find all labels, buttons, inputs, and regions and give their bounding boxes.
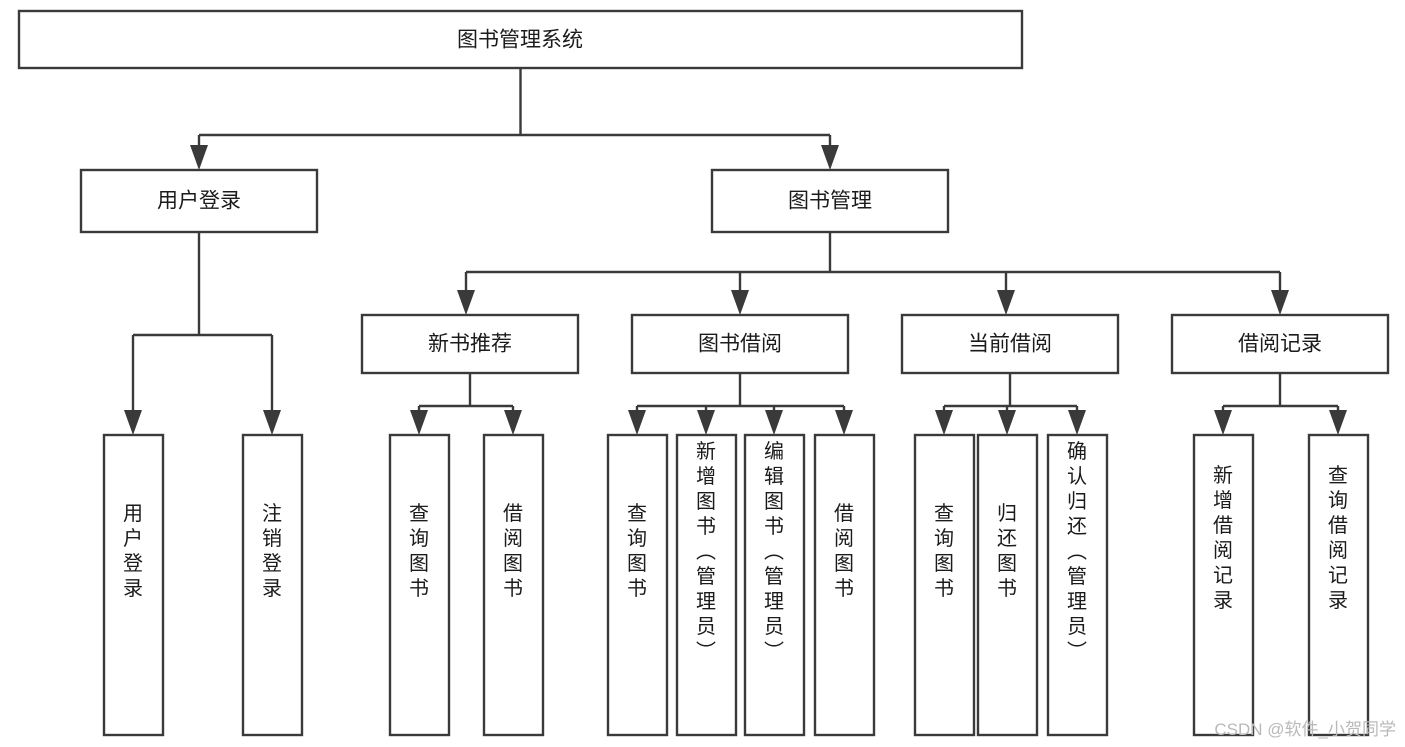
leaf-box[interactable] [1307, 433, 1370, 737]
connector-borrowrecord-to-leaves [1214, 373, 1347, 435]
arrow-head-icon [1329, 410, 1347, 435]
arrow-head-icon [263, 410, 281, 435]
arrow-head-icon [731, 290, 749, 315]
node-user-login-box[interactable] [79, 168, 319, 234]
node-book-management-label: 图书管理 [788, 190, 872, 213]
arrow-head-icon [997, 290, 1015, 315]
connector-currentborrow-to-leaves [935, 373, 1086, 435]
leaf-bookborrow-query-book[interactable]: 查询图书 [606, 433, 669, 737]
node-book-borrow[interactable]: 图书借阅 [630, 313, 850, 375]
node-current-borrow[interactable]: 当前借阅 [900, 313, 1120, 375]
node-new-book-recommend-label: 新书推荐 [428, 333, 512, 356]
node-root-box[interactable] [17, 9, 1024, 70]
leaf-newbook-borrow-book[interactable]: 借阅图书 [482, 433, 545, 737]
leaf-box[interactable] [241, 433, 304, 737]
leaf-box[interactable] [388, 433, 451, 737]
leaf-borrowrecord-query-record[interactable]: 查询借阅记录 [1307, 433, 1370, 737]
leaf-box[interactable] [1046, 433, 1109, 737]
arrow-head-icon [935, 410, 953, 435]
arrow-head-icon [1214, 410, 1232, 435]
leaf-box[interactable] [675, 433, 738, 737]
arrow-head-icon [410, 410, 428, 435]
arrow-head-icon [835, 410, 853, 435]
arrow-head-icon [697, 410, 715, 435]
leaf-bookborrow-edit-book-admin[interactable]: 编辑图书︵管理员︶ [743, 433, 806, 737]
node-root-label: 图书管理系统 [457, 29, 583, 52]
leaf-borrowrecord-add-record[interactable]: 新增借阅记录 [1192, 433, 1255, 737]
leaf-currentborrow-return-book[interactable]: 归还图书 [976, 433, 1039, 737]
leaf-label: 查询图书 [627, 502, 647, 600]
connector-bookborrow-to-leaves [628, 373, 853, 435]
node-borrow-record-label: 借阅记录 [1238, 333, 1322, 356]
node-borrow-record-box[interactable] [1170, 313, 1390, 375]
leaf-currentborrow-query-book[interactable]: 查询图书 [913, 433, 976, 737]
leaf-box[interactable] [743, 433, 806, 737]
connector-root-to-level2 [190, 68, 839, 170]
arrow-head-icon [1068, 410, 1086, 435]
connector-bookmgmt-to-level3 [457, 232, 1289, 315]
leaf-label: 归还图书 [997, 502, 1017, 600]
leaf-label: 查询图书 [409, 502, 429, 600]
arrow-head-icon [1271, 290, 1289, 315]
leaf-label: 确认归还︵管理员︶ [1067, 440, 1087, 663]
leaf-box[interactable] [976, 433, 1039, 737]
arrow-head-icon [998, 410, 1016, 435]
leaf-user-login-login[interactable]: 用户登录 [102, 433, 165, 737]
leaf-label: 查询图书 [934, 502, 954, 600]
node-current-borrow-box[interactable] [900, 313, 1120, 375]
leaf-label: 借阅图书 [834, 502, 854, 600]
leaf-user-login-logout[interactable]: 注销登录 [241, 433, 304, 737]
leaf-newbook-query-book[interactable]: 查询图书 [388, 433, 451, 737]
leaf-bookborrow-borrow-book[interactable]: 借阅图书 [813, 433, 876, 737]
leaf-bookborrow-add-book-admin[interactable]: 新增图书︵管理员︶ [675, 433, 738, 737]
connector-userlogin-to-leaves [124, 232, 281, 435]
arrow-head-icon [765, 410, 783, 435]
node-book-management[interactable]: 图书管理 [710, 168, 950, 234]
leaf-box[interactable] [913, 433, 976, 737]
leaf-label: 查询借阅记录 [1328, 464, 1348, 612]
node-book-borrow-label: 图书借阅 [698, 333, 782, 356]
node-book-management-box[interactable] [710, 168, 950, 234]
node-root-book-management-system[interactable]: 图书管理系统 [17, 9, 1024, 70]
node-user-login-label: 用户登录 [157, 190, 241, 213]
leaf-box[interactable] [1192, 433, 1255, 737]
leaf-box[interactable] [606, 433, 669, 737]
leaf-label: 新增图书︵管理员︶ [696, 440, 716, 663]
connector-newbook-to-leaves [410, 373, 522, 435]
leaf-label: 新增借阅记录 [1213, 464, 1233, 612]
watermark-label: CSDN @软件_小贺同学 [1214, 720, 1396, 739]
leaf-box[interactable] [102, 433, 165, 737]
node-book-borrow-box[interactable] [630, 313, 850, 375]
node-current-borrow-label: 当前借阅 [968, 333, 1052, 356]
node-new-book-recommend-box[interactable] [360, 313, 580, 375]
node-user-login[interactable]: 用户登录 [79, 168, 319, 234]
node-borrow-record[interactable]: 借阅记录 [1170, 313, 1390, 375]
leaf-label: 注销登录 [262, 502, 282, 600]
arrow-head-icon [504, 410, 522, 435]
leaf-box[interactable] [813, 433, 876, 737]
leaf-label: 用户登录 [123, 503, 143, 600]
arrow-head-icon [190, 145, 208, 170]
leaf-label: 编辑图书︵管理员︶ [764, 440, 784, 663]
leaf-box[interactable] [482, 433, 545, 737]
arrow-head-icon [821, 145, 839, 170]
arrow-head-icon [457, 290, 475, 315]
leaf-label: 借阅图书 [503, 502, 523, 600]
node-new-book-recommend[interactable]: 新书推荐 [360, 313, 580, 375]
leaf-currentborrow-confirm-return-admin[interactable]: 确认归还︵管理员︶ [1046, 433, 1109, 737]
arrow-head-icon [124, 410, 142, 435]
arrow-head-icon [628, 410, 646, 435]
